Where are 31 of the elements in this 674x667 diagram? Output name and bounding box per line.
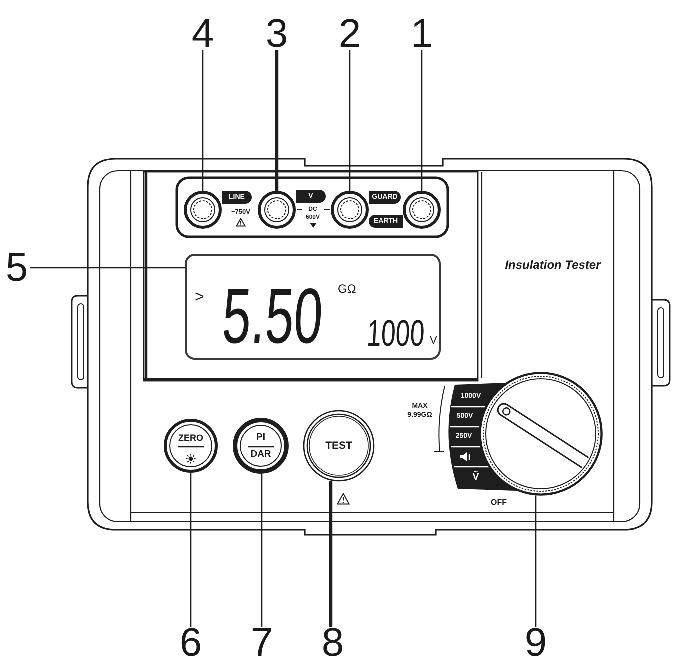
callout-number: 1: [409, 18, 435, 50]
unit-label: GΩ: [338, 283, 356, 295]
comparison-symbol: >: [195, 290, 204, 306]
range-label: OFF: [490, 497, 508, 508]
push-button: PI DAR: [233, 418, 289, 474]
device-label: Insulation Tester: [504, 258, 602, 273]
leader-line: [261, 474, 263, 627]
lcd-reading: 5.50: [220, 277, 326, 355]
leader-line: [275, 50, 279, 191]
callout-number: 2: [337, 18, 363, 50]
callout-number: 7: [249, 627, 275, 659]
leader-line: [349, 50, 351, 191]
unit-label: V: [430, 336, 438, 347]
leader-line: [202, 50, 204, 191]
leader-line: [421, 50, 423, 191]
callout-number: 4: [190, 18, 216, 50]
callout-number: 8: [320, 627, 346, 659]
leader-line: [30, 267, 185, 269]
range-label: Ṽ: [472, 472, 480, 484]
rotary-selector-knob: [479, 372, 603, 496]
callout-number: 3: [264, 18, 290, 50]
callout-number: 5: [4, 252, 30, 284]
push-button: ZERO: [164, 419, 218, 473]
lcd-reading: 1000: [366, 315, 426, 352]
callout-number: 9: [523, 627, 549, 659]
leader-line: [190, 473, 192, 627]
leader-line: [329, 481, 333, 627]
callout-number: 6: [178, 627, 204, 659]
push-button: TEST: [303, 410, 375, 482]
leader-line: [535, 496, 537, 627]
lcd-display: [185, 254, 441, 360]
